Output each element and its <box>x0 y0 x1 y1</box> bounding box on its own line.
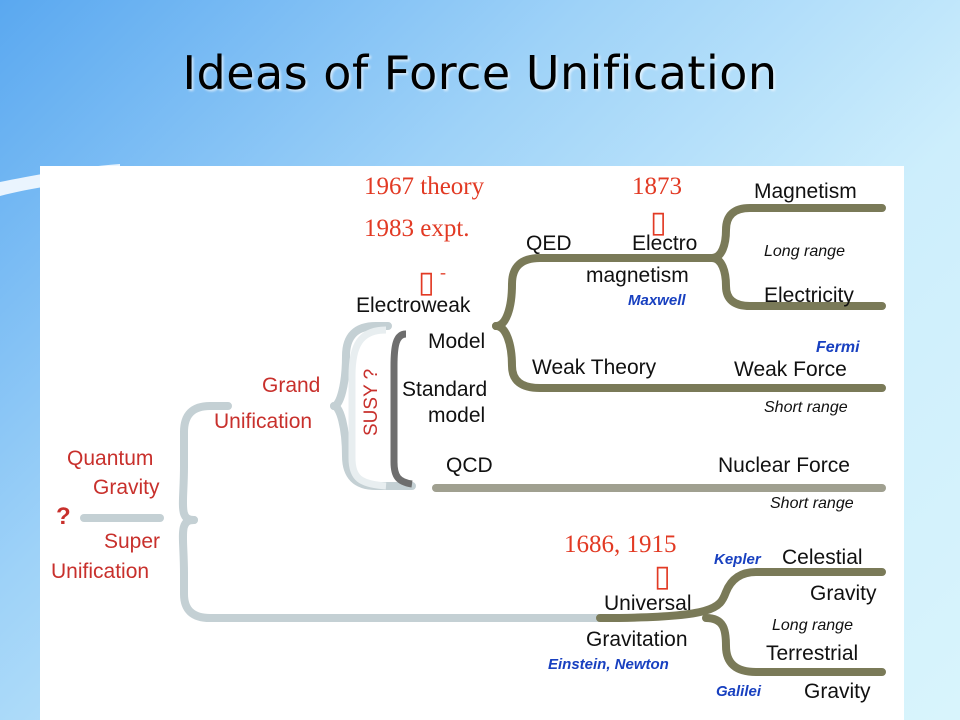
grand-label: Grand <box>262 374 320 397</box>
electro-label: Electro <box>632 232 697 255</box>
standard-label: Standard <box>402 378 487 401</box>
root-question-mark: ? <box>56 503 71 530</box>
unification-label: Unification <box>51 560 149 583</box>
electricity-label: Electricity <box>764 284 854 307</box>
standard-model-bracket <box>390 330 413 488</box>
short-range-label-1: Short range <box>764 399 848 416</box>
nuclear-force-label: Nuclear Force <box>718 454 850 477</box>
light-branches <box>80 322 604 622</box>
ew-glyph-superscript: - <box>440 262 446 282</box>
gravity-glyph: ▯ <box>654 559 671 594</box>
em-year: 1873 <box>632 173 682 200</box>
weak-theory-label: Weak Theory <box>532 356 657 379</box>
susy-label: SUSY ? <box>361 369 382 436</box>
susy-bracket <box>348 326 387 490</box>
gravity-years: 1686, 1915 <box>564 531 677 558</box>
celestial-label: Celestial <box>782 546 863 569</box>
weak-force-label: Weak Force <box>734 358 847 381</box>
electroweak-label: Electroweak <box>356 294 471 317</box>
magnetism-sub-label: magnetism <box>586 264 689 287</box>
gravity-label: Gravity <box>93 476 160 499</box>
unification-tree: ? Quantum Gravity Super Unification Gran… <box>51 173 886 703</box>
celestial-gravity-label: Gravity <box>810 582 877 605</box>
em-glyph: ▯ <box>650 205 667 240</box>
quantum-label: Quantum <box>67 447 153 470</box>
qed-label: QED <box>526 232 572 255</box>
branch-to-magnetism <box>708 204 886 262</box>
fermi-label: Fermi <box>816 339 860 356</box>
terrestrial-gravity-label: Gravity <box>804 680 871 703</box>
qcd-label: QCD <box>446 454 493 477</box>
terrestrial-label: Terrestrial <box>766 642 858 665</box>
standard-model-label: model <box>428 404 485 427</box>
force-unification-diagram: ? Quantum Gravity Super Unification Gran… <box>40 166 904 720</box>
universal-label: Universal <box>604 592 692 615</box>
slide-title: Ideas of Force Unification <box>182 46 778 100</box>
branch-to-terrestrial <box>702 614 886 676</box>
branch-to-grand <box>178 402 232 524</box>
long-range-label-1: Long range <box>764 243 845 260</box>
ew-years-line2: 1983 expt. <box>364 215 470 242</box>
short-range-label-2: Short range <box>770 495 854 512</box>
branch-to-electroweak <box>330 322 392 410</box>
model-label: Model <box>428 330 485 353</box>
branch-to-em <box>492 254 716 330</box>
branch-to-weak <box>492 322 886 392</box>
kepler-label: Kepler <box>714 551 762 568</box>
gravitation-label: Gravitation <box>586 628 688 651</box>
ew-years-line1: 1967 theory <box>364 173 485 200</box>
super-label: Super <box>104 530 160 553</box>
long-range-label-2: Long range <box>772 617 853 634</box>
ew-glyph: ▯ <box>418 265 435 300</box>
maxwell-label: Maxwell <box>628 292 686 309</box>
olive-branches <box>432 204 886 676</box>
branch-to-gravity <box>178 516 604 622</box>
galilei-label: Galilei <box>716 683 762 700</box>
magnetism-label: Magnetism <box>754 180 857 203</box>
grand-unification-label: Unification <box>214 410 312 433</box>
branch-to-electricity <box>708 254 886 310</box>
einstein-newton-label: Einstein, Newton <box>548 656 669 673</box>
branch-to-celestial <box>596 568 886 622</box>
